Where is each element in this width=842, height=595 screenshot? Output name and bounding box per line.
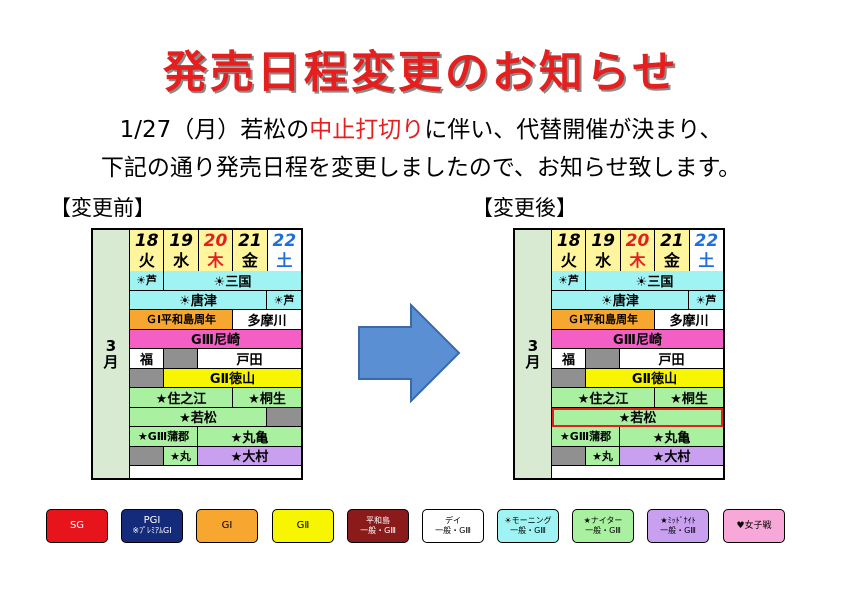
- race-ashiya-2: ☀芦: [689, 290, 723, 310]
- legend-pg1: PGI※ﾌﾟﾚﾐｱﾑGⅠ: [121, 509, 183, 543]
- notice-line-1: 1/27（月）若松の中止打切りに伴い、代替開催が決まり、: [119, 117, 723, 143]
- race-kiryu: ★桐生: [655, 388, 723, 408]
- race-ashiya: ☀芦: [130, 271, 164, 291]
- race-tokuyama: GⅡ徳山: [164, 368, 301, 388]
- legend-g1: GⅠ: [196, 509, 258, 543]
- legend-morning: ☀モーニング一般・GⅢ: [497, 509, 559, 543]
- race-maru: ★丸: [164, 446, 198, 466]
- blank: [130, 368, 164, 388]
- blank: [586, 349, 620, 369]
- race-mikuni: ☀三国: [164, 271, 301, 291]
- blank: [552, 446, 586, 466]
- race-omura: ★大村: [198, 446, 301, 466]
- race-suminoe: ★住之江: [552, 388, 655, 408]
- legend-sg: SG: [46, 509, 108, 543]
- blank: [552, 368, 586, 388]
- race-tokuyama: GⅡ徳山: [586, 368, 723, 388]
- right-arrow-icon: [358, 303, 461, 403]
- legend-heiwajima: 平和島一般・GⅢ: [347, 509, 409, 543]
- race-wakamatsu: ★若松: [130, 407, 267, 427]
- race-toda: 戸田: [198, 349, 301, 369]
- race-amagasaki: GⅢ尼崎: [130, 329, 301, 349]
- legend-nighter: ★ナイター一般・GⅢ: [572, 509, 634, 543]
- notice-line-2: 下記の通り発売日程を変更しましたので、お知らせ致します。: [100, 155, 742, 181]
- race-karatsu: ☀唐津: [552, 290, 689, 310]
- race-kiryu: ★桐生: [233, 388, 301, 408]
- race-ashiya: ☀芦: [552, 271, 586, 291]
- race-mikuni: ☀三国: [586, 271, 723, 291]
- race-toda: 戸田: [620, 349, 723, 369]
- race-karatsu: ☀唐津: [130, 290, 267, 310]
- race-gamagori: ★GⅢ蒲郡: [130, 427, 198, 447]
- legend-midnight: ★ﾐｯﾄﾞﾅｲﾄ一般・GⅢ: [647, 509, 709, 543]
- blank: [164, 349, 198, 369]
- race-maru: ★丸: [586, 446, 620, 466]
- race-omura: ★大村: [620, 446, 723, 466]
- race-heiwajima: ＧⅠ平和島周年: [130, 310, 233, 330]
- blank: [130, 446, 164, 466]
- cancel-highlight: 中止打切り: [309, 117, 425, 143]
- race-wakamatsu-changed: ★若松: [552, 407, 723, 427]
- race-fukuoka: 福: [130, 349, 164, 369]
- race-amagasaki: GⅢ尼崎: [552, 329, 723, 349]
- race-marugame: ★丸亀: [198, 427, 301, 447]
- race-suminoe: ★住之江: [130, 388, 233, 408]
- race-gamagori: ★GⅢ蒲郡: [552, 427, 620, 447]
- race-tamagawa: 多摩川: [233, 310, 301, 330]
- race-fukuoka: 福: [552, 349, 586, 369]
- race-ashiya-2: ☀芦: [267, 290, 301, 310]
- legend-day: デイ一般・GⅢ: [422, 509, 484, 543]
- legend-g2: GⅡ: [272, 509, 334, 543]
- race-heiwajima: ＧⅠ平和島周年: [552, 310, 655, 330]
- page-title: 発売日程変更のお知らせ: [162, 47, 680, 98]
- before-label: 【変更前】: [50, 196, 155, 220]
- race-marugame: ★丸亀: [620, 427, 723, 447]
- legend-ladies: ♥女子戦: [723, 509, 785, 543]
- after-label: 【変更後】: [472, 196, 577, 220]
- race-tamagawa: 多摩川: [655, 310, 723, 330]
- blank: [267, 407, 301, 427]
